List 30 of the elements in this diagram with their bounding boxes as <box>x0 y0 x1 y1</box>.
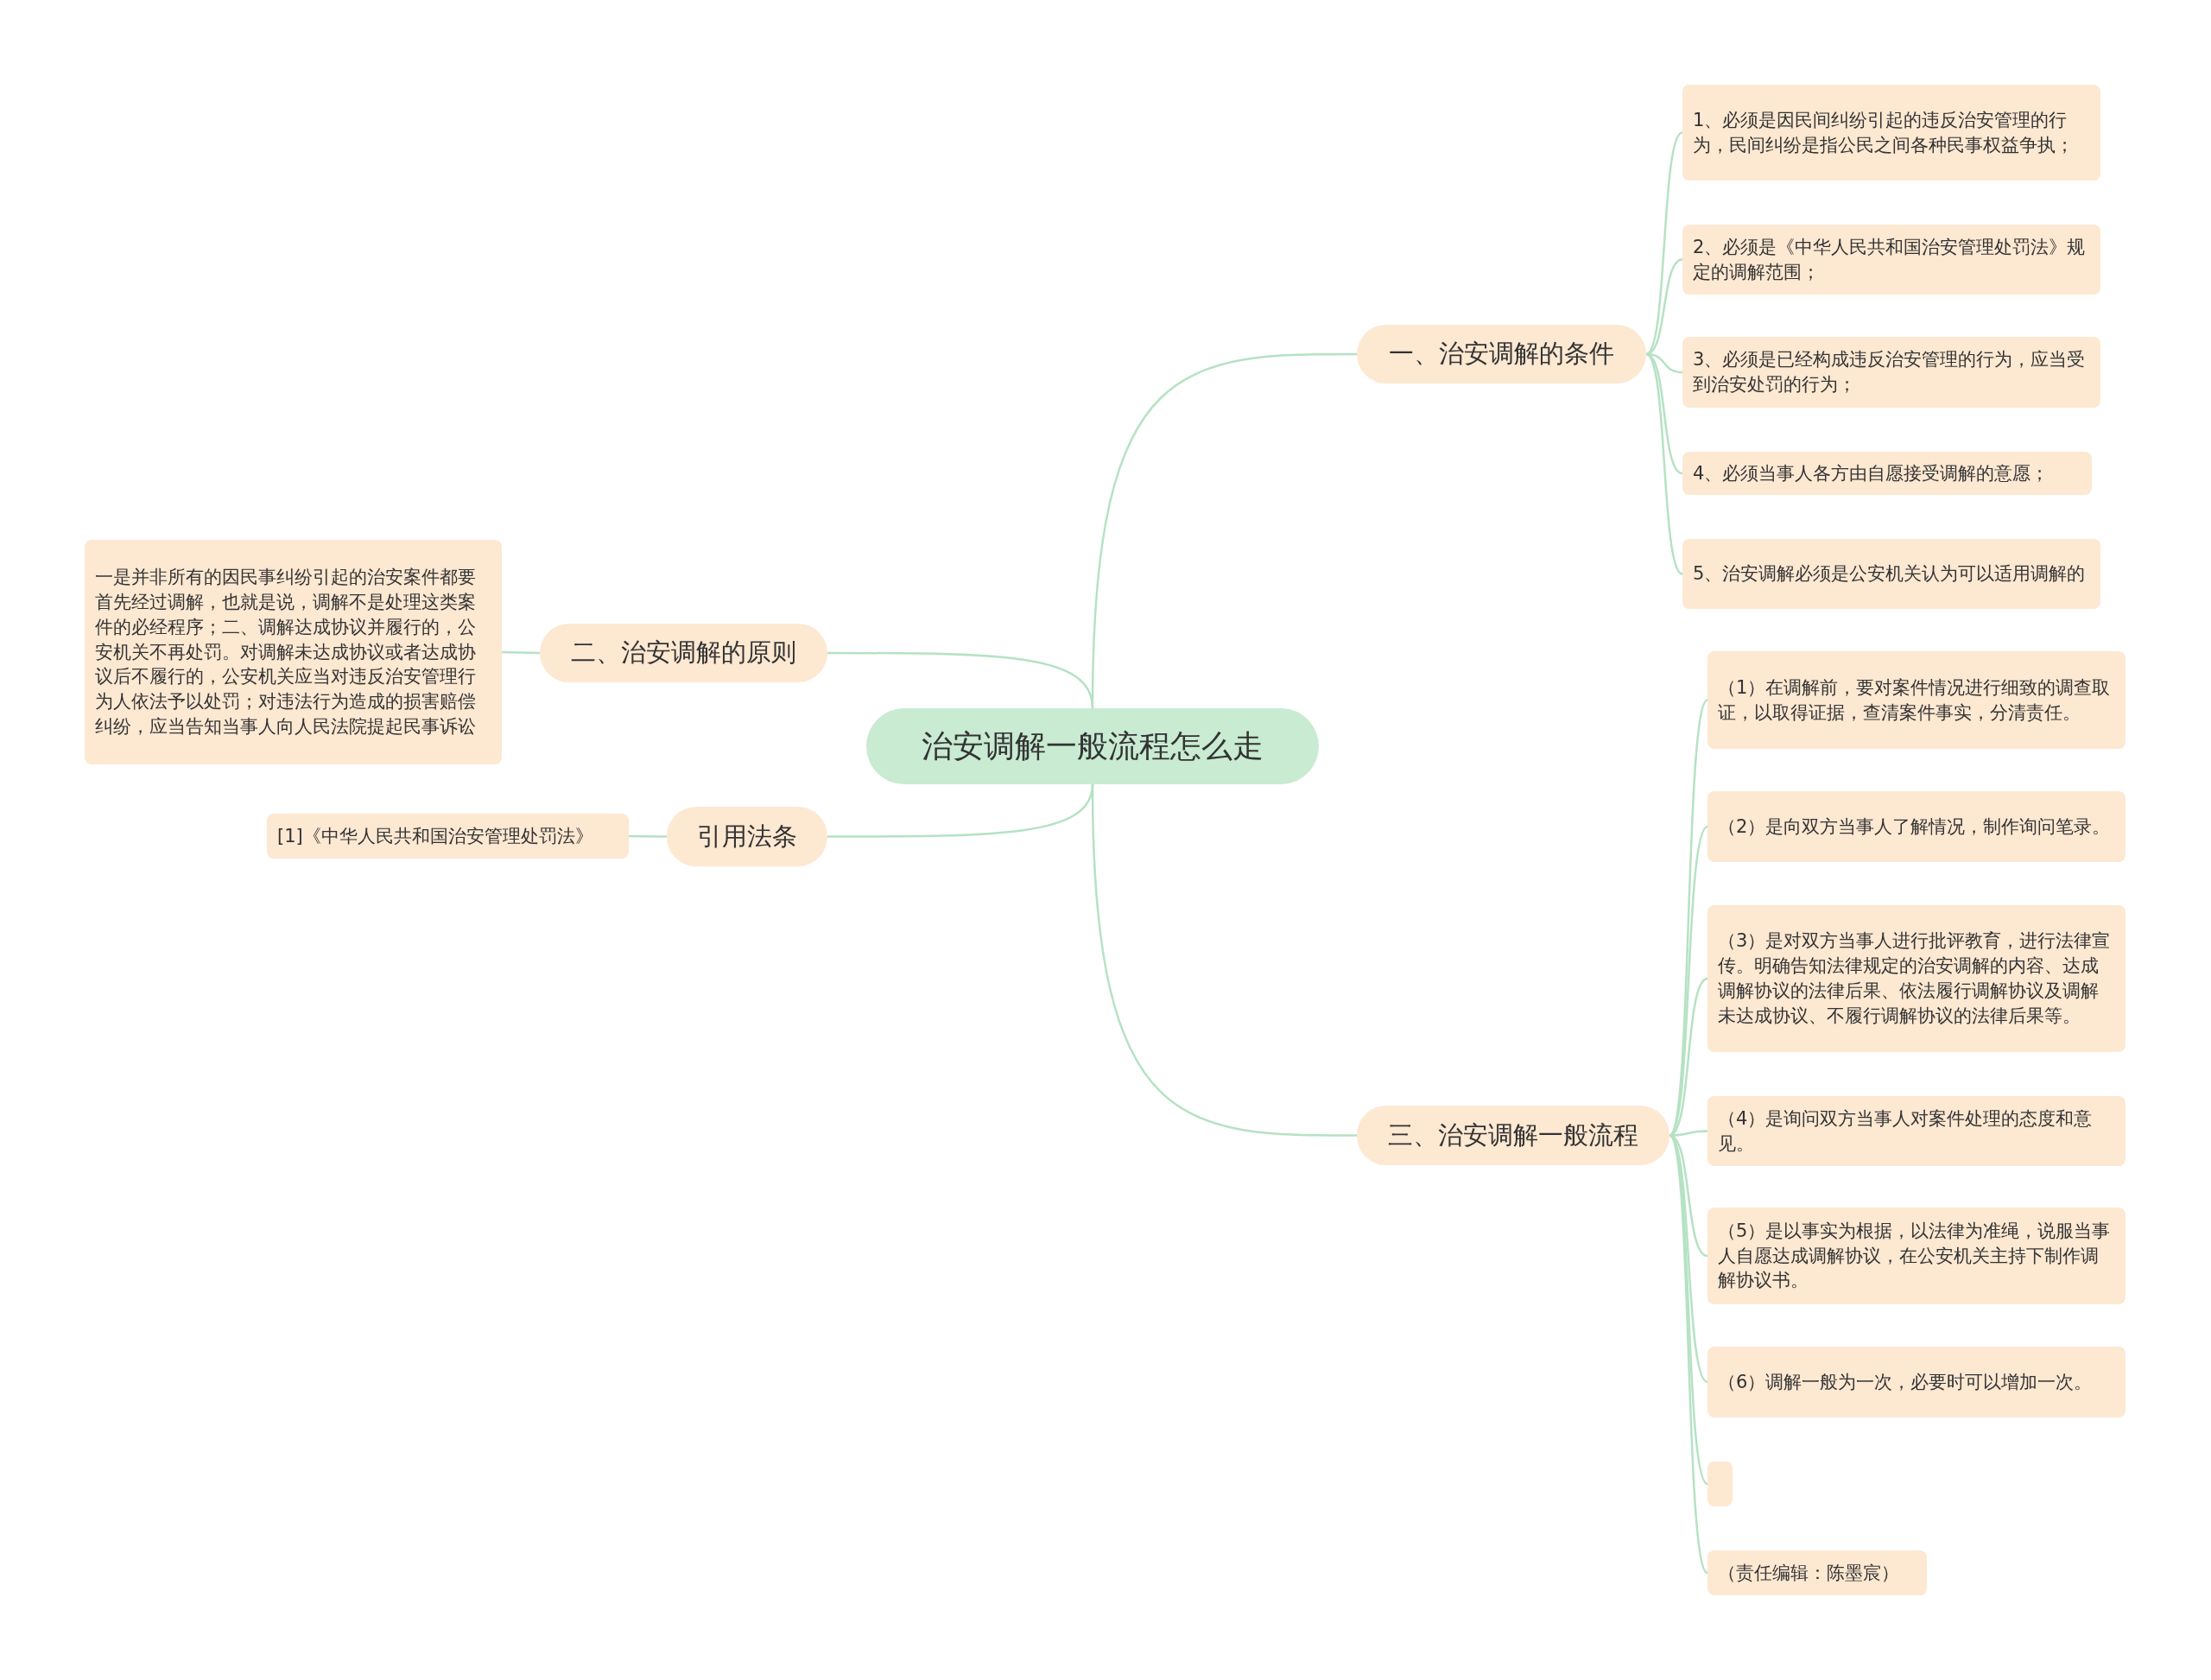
leaf-note: （责任编辑：陈墨宸） <box>1707 1550 1927 1595</box>
empty-box <box>1707 1461 1733 1506</box>
leaf-note: 3、必须是已经构成违反治安管理的行为，应当受到治安处罚的行为； <box>1682 337 2100 408</box>
connector-line <box>501 650 541 655</box>
connector-line <box>629 834 667 838</box>
branch-topic: 一、治安调解的条件 <box>1357 325 1646 384</box>
connector-line <box>1645 352 1683 475</box>
leaf-note: 一是并非所有的因民事纠纷引起的治安案件都要首先经过调解，也就是说，调解不是处理这类案件的必经程序；二、调解达成协议并履行的，公安机关不再处罚。对调解未达成协议或者达成协议后不履行的，公安机关应当对违反治安管理行为人依法予以处罚；对违法行为造成的损害赔偿纠纷，应当告知当事人向人民法院提起民事诉讼 <box>85 540 502 764</box>
leaf-note: 5、治安调解必须是公安机关认为可以适用调解的 <box>1682 539 2100 609</box>
leaf-note: （4）是询问双方当事人对案件处理的态度和意见。 <box>1707 1096 2125 1166</box>
leaf-note: （1）在调解前，要对案件情况进行细致的调查取证，以取得证据，查清案件事实，分清责任。 <box>1707 651 2125 749</box>
connector-line <box>1668 699 1709 1137</box>
central-topic: 治安调解一般流程怎么走 <box>866 708 1319 784</box>
leaf-note: 2、必须是《中华人民共和国治安管理处罚法》规定的调解范围； <box>1682 225 2100 295</box>
connector-line <box>1668 1134 1709 1574</box>
connector-line <box>1645 258 1683 356</box>
leaf-note: [1]《中华人民共和国治安管理处罚法》 <box>267 814 629 859</box>
leaf-note: （5）是以事实为根据，以法律为准绳，说服当事人自愿达成调解协议，在公安机关主持下制作调解协议书。 <box>1707 1208 2125 1304</box>
connector-line <box>827 651 1094 709</box>
leaf-note: （2）是向双方当事人了解情况，制作询问笔录。 <box>1707 791 2125 862</box>
branch-topic: 引用法条 <box>667 807 827 866</box>
leaf-note: （6）调解一般为一次，必要时可以增加一次。 <box>1707 1347 2125 1417</box>
branch-topic: 二、治安调解的原则 <box>540 624 827 682</box>
leaf-note: （3）是对双方当事人进行批评教育，进行法律宣传。明确告知法律规定的治安调解的内容、达成调解协议的法律后果、依法履行调解协议及调解未达成协议、不履行调解协议的法律后果等。 <box>1707 905 2125 1052</box>
leaf-note: 1、必须是因民间纠纷引起的违反治安管理的行为，民间纠纷是指公民之间各种民事权益争执； <box>1682 85 2100 181</box>
leaf-note: 4、必须当事人各方由自愿接受调解的意愿； <box>1682 452 2092 495</box>
branch-topic: 三、治安调解一般流程 <box>1357 1106 1669 1165</box>
connector-line <box>1645 353 1683 575</box>
connector-line <box>1091 783 1357 1137</box>
connector-line <box>1645 131 1683 355</box>
